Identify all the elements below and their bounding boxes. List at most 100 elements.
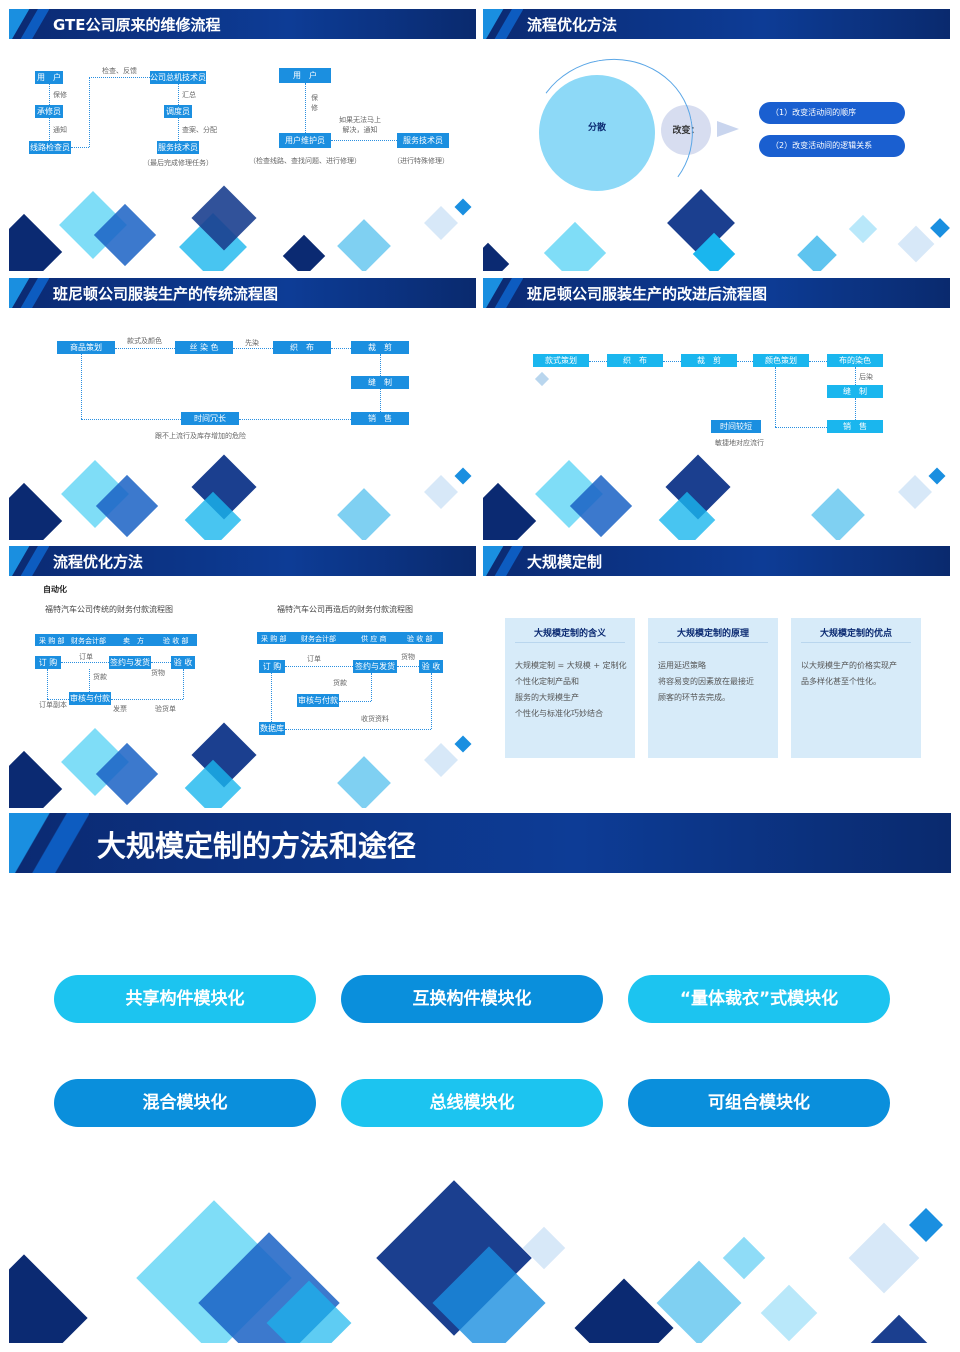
slide-title: 班尼顿公司服装生产的改进后流程图 bbox=[527, 285, 768, 303]
label-report: 保修 bbox=[53, 91, 67, 99]
slide-header: 流程优化方法 bbox=[9, 546, 476, 576]
flow-box-sale: 销 售 bbox=[827, 420, 883, 433]
label-risk: 跟不上流行及库存增加的危险 bbox=[155, 432, 246, 440]
dept-finance-2: 财务会计部 bbox=[301, 635, 336, 643]
decorative-squares bbox=[9, 454, 476, 540]
label-summary: 汇总 bbox=[182, 91, 196, 99]
flow-box-cut: 裁 剪 bbox=[681, 354, 737, 367]
label-check: 检查、反馈 bbox=[102, 67, 137, 75]
label-caption-1: （检查线路、查找问题、进行修理） bbox=[249, 157, 361, 165]
slide-methods[interactable]: 大规模定制的方法和途径 共享构件模块化 互换构件模块化 “量体裁衣”式模块化 混… bbox=[9, 813, 951, 1343]
flow-box-line-check: 线路检查员 bbox=[29, 141, 71, 154]
card-principle: 大规模定制的原理 运用延迟策略 将容易变的因素放在最接近 顾客的环节去完成。 bbox=[648, 618, 778, 758]
slide-benetton-improved[interactable]: 班尼顿公司服装生产的改进后流程图 款式策划 织 布 裁 剪 颜色策划 布的染色 … bbox=[483, 278, 950, 540]
slide-header: GTE公司原来的维修流程 bbox=[9, 9, 476, 39]
pill-mixed-module: 混合模块化 bbox=[54, 1079, 316, 1127]
slide-header: 班尼顿公司服装生产的改进后流程图 bbox=[483, 278, 950, 308]
circle-change bbox=[661, 105, 711, 155]
flow-box-sew: 缝 制 bbox=[351, 376, 409, 389]
option-logic: （2）改变活动间的逻辑关系 bbox=[759, 135, 905, 157]
slide-title: 流程优化方法 bbox=[527, 16, 618, 34]
circle-label-decentralize: 分散 bbox=[587, 123, 606, 133]
circle-label-change: 改变： bbox=[672, 126, 700, 136]
dept-bar-right bbox=[257, 632, 443, 644]
label-order: 订单 bbox=[79, 653, 93, 661]
right-chart-title: 福特汽车公司再造后的财务付款流程图 bbox=[277, 605, 413, 614]
flow-box-weave: 织 布 bbox=[273, 341, 331, 354]
flow-box-database: 数据库 bbox=[259, 722, 285, 735]
slide-header: 大规模定制的方法和途径 bbox=[9, 813, 951, 873]
card-title: 大规模定制的含义 bbox=[533, 629, 606, 639]
dept-bar-left bbox=[35, 634, 197, 646]
label-post-dye: 后染 bbox=[859, 373, 873, 381]
label-report-2: 保 修 bbox=[311, 94, 318, 112]
diamond-icon bbox=[534, 371, 550, 387]
card-body: 运用延迟策略 将容易变的因素放在最接近 顾客的环节去完成。 bbox=[658, 661, 754, 702]
arc-decoration bbox=[519, 46, 705, 224]
flow-box-audit-2: 审核与付款 bbox=[297, 694, 339, 707]
slide-ford-payment[interactable]: 流程优化方法 自动化 福特汽车公司传统的财务付款流程图 福特汽车公司再造后的财务… bbox=[9, 546, 476, 808]
label-automation: 自动化 bbox=[43, 585, 67, 594]
decorative-squares bbox=[483, 189, 950, 271]
decorative-squares bbox=[9, 722, 476, 808]
dept-finance: 财务会计部 bbox=[71, 637, 106, 645]
slide-process-optimization[interactable]: 流程优化方法 分散 改变： （1）改变活动间的顺序 （2）改变活动间的逻辑关系 bbox=[483, 9, 950, 271]
flow-box-fabric-dye: 布的染色 bbox=[827, 354, 883, 367]
label-order-2: 订单 bbox=[307, 655, 321, 663]
card-advantage: 大规模定制的优点 以大规模生产的价格实现产 品多样化甚至个性化。 bbox=[791, 618, 921, 758]
card-title: 大规模定制的优点 bbox=[819, 629, 892, 639]
card-body: 大规模定制 = 大规模 + 定制化 个性化定制产品和 服务的大规模生产 个性化与… bbox=[515, 661, 627, 718]
flow-box-sew: 缝 制 bbox=[827, 385, 883, 398]
label-receipt: 验货单 bbox=[155, 705, 176, 713]
label-goods: 货物 bbox=[151, 669, 165, 677]
flow-box-short-time: 时间较短 bbox=[711, 420, 761, 433]
flow-box-accept: 验 收 bbox=[171, 656, 195, 669]
left-chart-title: 福特汽车公司传统的财务付款流程图 bbox=[45, 605, 173, 614]
decorative-squares bbox=[483, 454, 950, 540]
pill-bus-module: 总线模块化 bbox=[341, 1079, 603, 1127]
flow-box-sign: 签约与发货 bbox=[109, 656, 151, 669]
card-body: 以大规模生产的价格实现产 品多样化甚至个性化。 bbox=[801, 661, 897, 686]
slide-title: 班尼顿公司服装生产的传统流程图 bbox=[53, 285, 279, 303]
decorative-squares bbox=[9, 1173, 951, 1343]
slide-header: 班尼顿公司服装生产的传统流程图 bbox=[9, 278, 476, 308]
label-pay: 货款 bbox=[93, 673, 107, 681]
label-agile: 敏捷地对应流行 bbox=[715, 439, 764, 447]
dept-receiving: 验 收 部 bbox=[163, 637, 189, 645]
dept-purchase-2: 采 购 部 bbox=[261, 635, 287, 643]
card-meaning: 大规模定制的含义 大规模定制 = 大规模 + 定制化 个性化定制产品和 服务的大… bbox=[505, 618, 635, 758]
label-goods-2: 货物 bbox=[401, 653, 415, 661]
label-pre-dye: 先染 bbox=[245, 339, 259, 347]
slide-mass-customization[interactable]: 大规模定制 大规模定制的含义 大规模定制 = 大规模 + 定制化 个性化定制产品… bbox=[483, 546, 950, 808]
flow-box-order-2: 订 购 bbox=[259, 660, 285, 673]
pill-tailor-module: “量体裁衣”式模块化 bbox=[628, 975, 890, 1023]
slide-title: 流程优化方法 bbox=[53, 553, 144, 571]
card-title: 大规模定制的原理 bbox=[676, 629, 749, 639]
slide-header: 流程优化方法 bbox=[483, 9, 950, 39]
label-if: 如果无法马上 解决，通知 bbox=[339, 116, 381, 134]
flow-box-yarn-dye: 丝 染 色 bbox=[175, 341, 233, 354]
circle-decentralize bbox=[539, 75, 655, 191]
flow-box-service-tech: 服务技术员 bbox=[157, 141, 199, 154]
flow-box-sale: 销 售 bbox=[351, 412, 409, 425]
slide-title: 大规模定制 bbox=[527, 553, 603, 571]
slide-title: 大规模定制的方法和途径 bbox=[97, 829, 417, 863]
flow-box-accept-2: 验 收 bbox=[419, 660, 443, 673]
slide-title: GTE公司原来的维修流程 bbox=[53, 16, 221, 34]
flow-box-sign-2: 签约与发货 bbox=[353, 660, 397, 673]
option-order: （1）改变活动间的顺序 bbox=[759, 102, 905, 124]
label-data: 收货资料 bbox=[361, 715, 389, 723]
arrow-icon bbox=[717, 121, 739, 137]
label-final: （最后完成修理任务） bbox=[143, 159, 213, 167]
dept-vendor: 卖 方 bbox=[123, 637, 144, 645]
slide-gte-repair[interactable]: GTE公司原来的维修流程 用 户 承修员 线路检查员 公司总机技术员 调度员 服… bbox=[9, 9, 476, 271]
slide-benetton-traditional[interactable]: 班尼顿公司服装生产的传统流程图 商品策划 丝 染 色 织 布 裁 剪 缝 制 时… bbox=[9, 278, 476, 540]
flow-box-color-plan: 颜色策划 bbox=[753, 354, 809, 367]
label-pay-2: 货款 bbox=[333, 679, 347, 687]
flow-box-service-tech-2: 服务技术员 bbox=[397, 133, 449, 148]
dept-purchase: 采 购 部 bbox=[39, 637, 65, 645]
pill-swap-module: 互换构件模块化 bbox=[341, 975, 603, 1023]
label-caption-2: （进行特殊修理） bbox=[393, 157, 449, 165]
flow-box-cut: 裁 剪 bbox=[351, 341, 409, 354]
pill-combinable-module: 可组合模块化 bbox=[628, 1079, 890, 1127]
